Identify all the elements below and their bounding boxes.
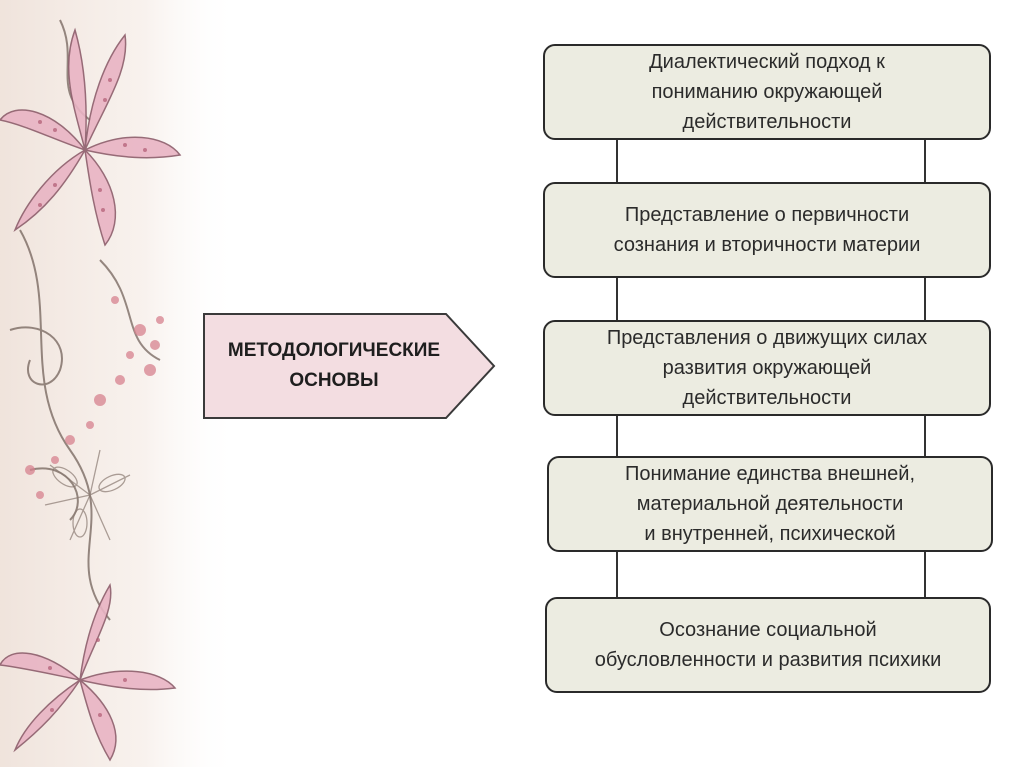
floral-decoration — [0, 0, 240, 767]
flow-box-dialectical-approach: Диалектический подход к пониманию окружа… — [543, 44, 991, 140]
outline-flower — [44, 449, 131, 541]
lily-top — [0, 27, 182, 247]
flow-box-driving-forces: Представления о движущих силах развития … — [543, 320, 991, 416]
main-arrow-shape — [203, 313, 496, 419]
lily-bottom — [0, 582, 177, 762]
flow-box-consciousness-primacy: Представление о первичности сознания и в… — [543, 182, 991, 278]
flow-box-social-conditioning: Осознание социальной обусловленности и р… — [545, 597, 991, 693]
flow-box-unity-of-activity: Понимание единства внешней, материальной… — [547, 456, 993, 552]
main-arrow-label: МЕТОДОЛОГИЧЕСКИЕ ОСНОВЫ — [227, 340, 441, 391]
